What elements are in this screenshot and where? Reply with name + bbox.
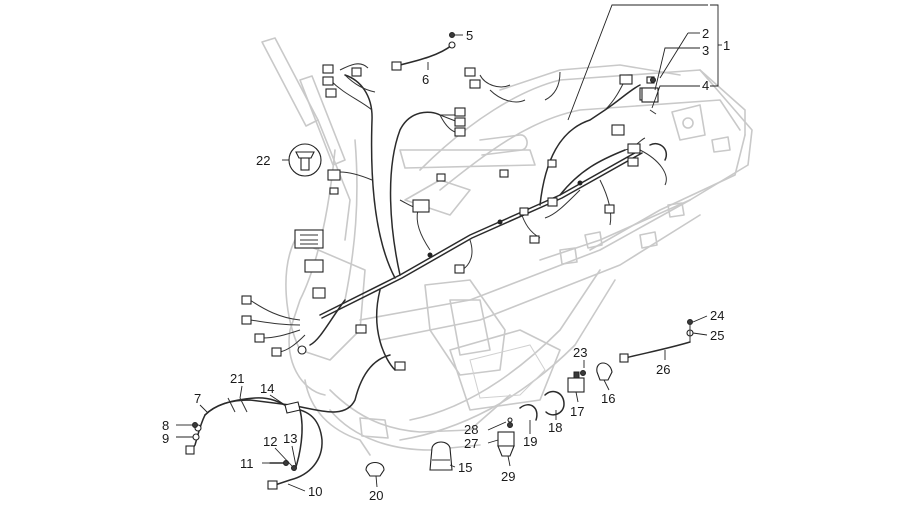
fusebox-part-2	[641, 77, 659, 115]
main-harness	[204, 63, 667, 416]
callout-3: 3	[702, 43, 709, 58]
cable-part-6	[391, 32, 456, 71]
callout-29: 29	[501, 469, 515, 484]
callout-10: 10	[308, 484, 322, 499]
callout-labels: 1 2 3 4 5 6 7 8 9 10 11 12 13 14 15 16 1…	[162, 26, 730, 503]
bolt-part-11	[269, 460, 289, 466]
ring-part-19	[519, 404, 538, 421]
leader-lines	[176, 4, 722, 492]
callout-20: 20	[369, 488, 383, 503]
clamp-part-20	[365, 461, 385, 477]
callout-18: 18	[548, 420, 562, 435]
callout-11: 11	[240, 456, 254, 471]
callout-15: 15	[458, 460, 472, 475]
callout-14: 14	[260, 381, 274, 396]
callout-7: 7	[194, 391, 201, 406]
callout-17: 17	[570, 404, 584, 419]
callout-6: 6	[422, 72, 429, 87]
callout-22: 22	[256, 153, 270, 168]
fastener-part-22	[288, 143, 322, 177]
ring-part-18	[544, 390, 565, 416]
callout-24: 24	[710, 308, 724, 323]
callout-12: 12	[263, 434, 277, 449]
clip-part-16	[596, 362, 613, 381]
callout-28: 28	[464, 422, 478, 437]
callout-8: 8	[162, 418, 169, 433]
callout-26: 26	[656, 362, 670, 377]
cable-part-26	[619, 319, 694, 363]
callout-2: 2	[702, 26, 709, 41]
callout-27: 27	[464, 436, 478, 451]
strap-part-15	[429, 441, 453, 471]
callout-19: 19	[523, 434, 537, 449]
cable-part-7	[185, 397, 291, 455]
callout-5: 5	[466, 28, 473, 43]
bracket-part-29	[497, 417, 515, 457]
callout-16: 16	[601, 391, 615, 406]
scooter-frame	[261, 37, 753, 456]
callout-9: 9	[162, 431, 169, 446]
callout-1: 1	[723, 38, 730, 53]
sensor-part-17	[567, 370, 586, 393]
callout-13: 13	[283, 431, 297, 446]
callout-23: 23	[573, 345, 587, 360]
callout-4: 4	[702, 78, 709, 93]
callout-25: 25	[710, 328, 724, 343]
callout-21: 21	[230, 371, 244, 386]
